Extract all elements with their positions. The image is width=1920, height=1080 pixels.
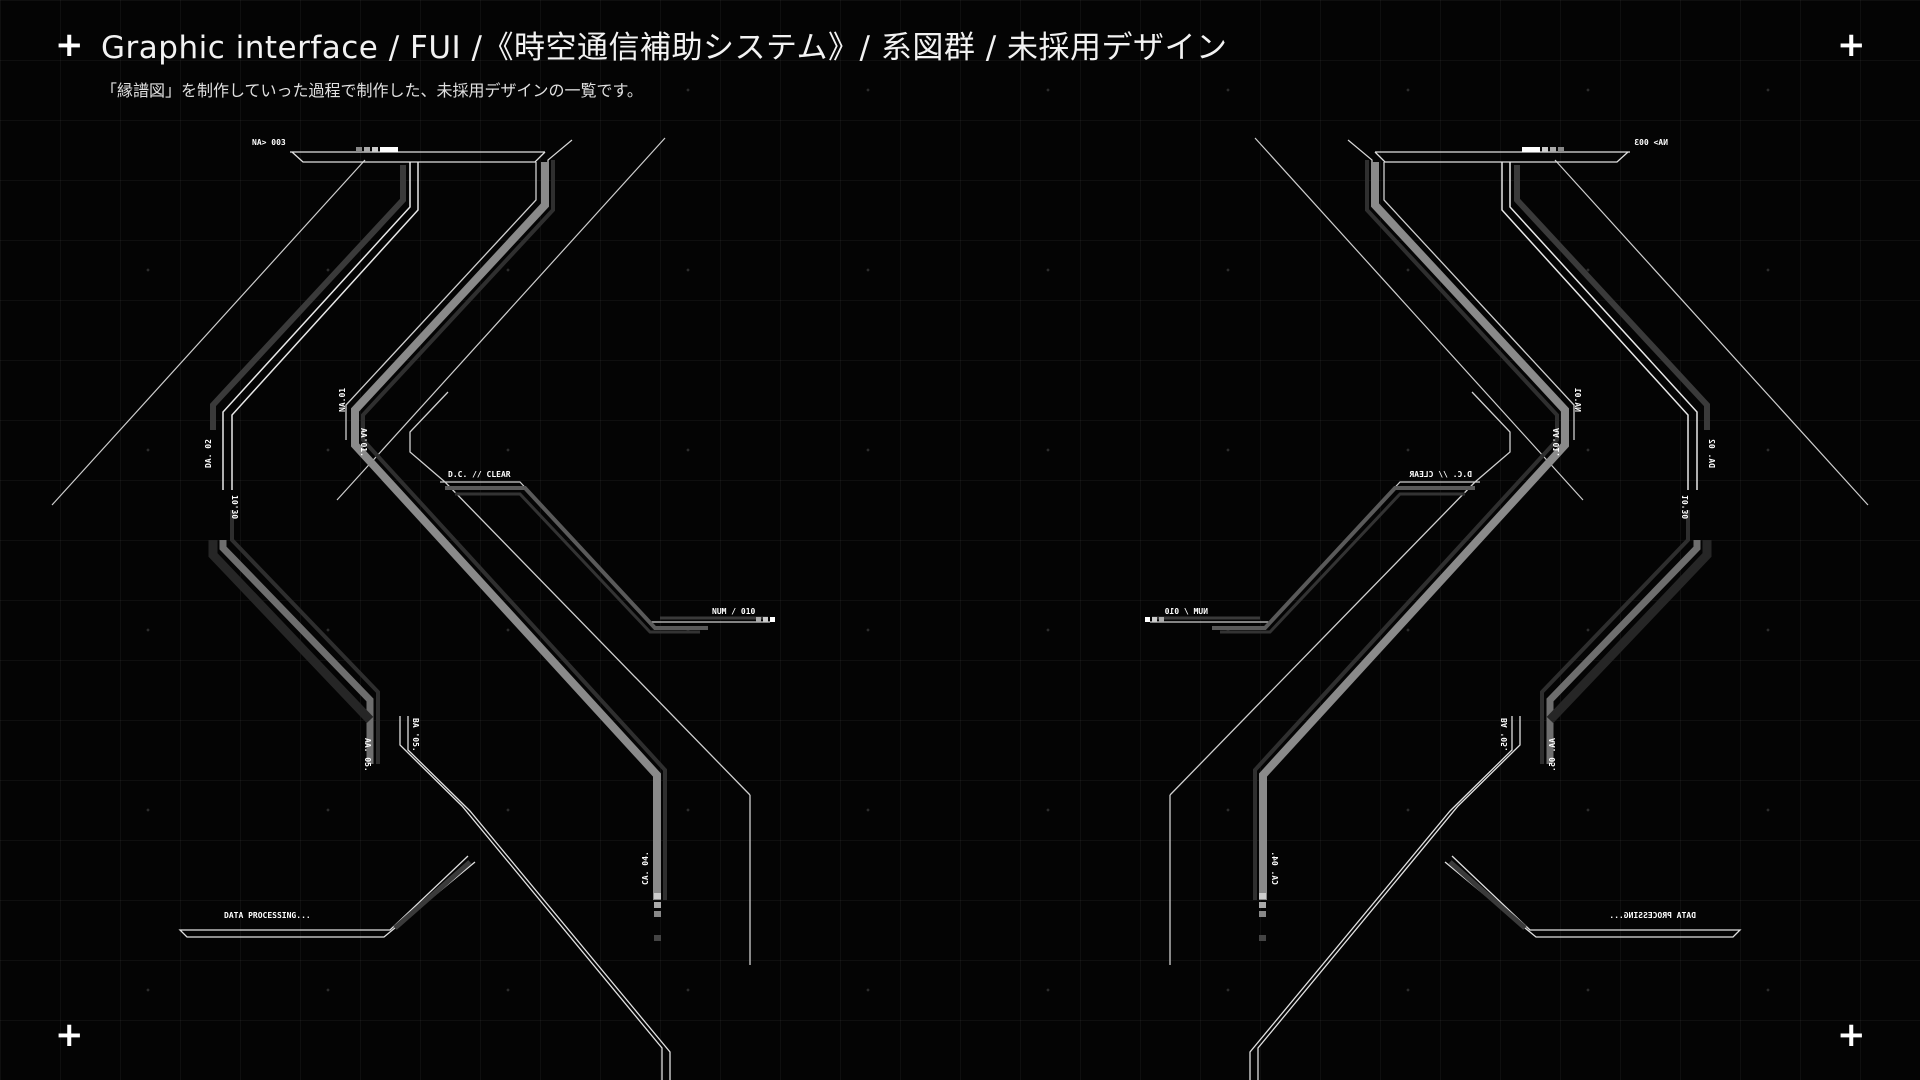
label-na-01-mirrored: NA.01: [1573, 388, 1582, 412]
label-num-010-mirrored: NUM / 010: [1164, 607, 1208, 616]
label-na-003-mirrored: NA> 003: [1634, 138, 1668, 147]
page-title: Graphic interface / FUI /《時空通信補助システム》/ 系…: [101, 30, 1228, 66]
diagram-right-half: [1145, 138, 1868, 1080]
label-da-02-mirrored: DA. 02: [1707, 439, 1716, 468]
label-na-01: NA.01: [338, 388, 347, 412]
label-dc-clear-mirrored: D.C. // CLEAR: [1409, 470, 1472, 479]
label-aa-05: AA. 05.: [363, 738, 372, 772]
label-ba-05-mirrored: BA '05.: [1500, 718, 1509, 752]
label-da-02: DA. 02: [204, 439, 213, 468]
corner-plus-icon-top-right: +: [1837, 25, 1866, 65]
label-dc-clear: D.C. // CLEAR: [448, 470, 511, 479]
label-aa-05-mirrored: AA. 05.: [1548, 738, 1557, 772]
label-d-10-mirrored: 10'30: [1681, 495, 1690, 519]
label-aa-01: AA'01.: [359, 428, 368, 457]
label-aa-01-mirrored: AA'01.: [1552, 428, 1561, 457]
diagram-left-half: [52, 138, 775, 1080]
label-d-10: 10'30: [230, 495, 239, 519]
label-ca-04-mirrored: CA. 04.: [1270, 851, 1279, 885]
label-data-processing-mirrored: DATA PROCESSING...: [1609, 911, 1696, 920]
label-data-processing: DATA PROCESSING...: [224, 911, 311, 920]
label-na-003: NA> 003: [252, 138, 286, 147]
label-ca-04: CA. 04.: [641, 851, 650, 885]
page-subtitle: 「縁譜図」を制作していった過程で制作した、未採用デザインの一覧です。: [101, 81, 643, 100]
corner-plus-icon-top-left: +: [55, 25, 84, 65]
label-ba-05: BA '05.: [411, 718, 420, 752]
label-num-010: NUM / 010: [712, 607, 756, 616]
corner-plus-icon-bottom-right: +: [1837, 1015, 1866, 1055]
mirrored-labels: NA> 003 D.C. // CLEAR NUM / 010 DATA PRO…: [1164, 138, 1716, 920]
corner-plus-icon-bottom-left: +: [55, 1015, 84, 1055]
